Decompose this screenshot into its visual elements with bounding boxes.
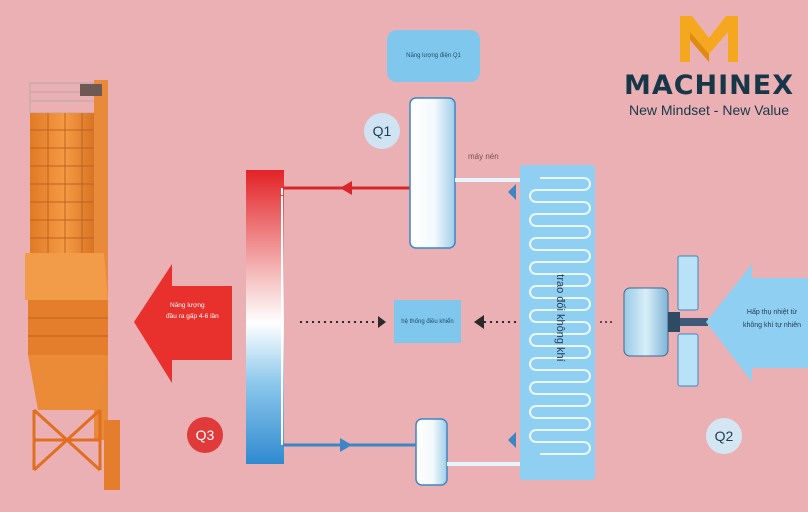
brand-block: MACHINEX New Mindset - New Value [610,10,808,118]
energy-output-line-1: Năng lượng [170,302,205,309]
air-exchanger-label: trao đổi không khí [554,274,566,362]
energy-output-text: Năng lượng đầu ra gấp 4-6 lần [158,300,248,322]
compressor-tank [409,97,456,249]
condenser-panel [246,170,284,464]
exchanger-coil [529,177,591,455]
power-input-box: Năng lượng điện Q1 [387,30,480,82]
control-system-box: hệ thống điều khiển [394,300,461,343]
q1-badge: Q1 [364,113,400,149]
energy-output-line-2: đầu ra gấp 4-6 lần [166,313,219,320]
q3-badge: Q3 [187,417,223,453]
control-signal-lines [300,315,612,329]
ambient-heat-line-1: Hấp thụ nhiệt từ [746,309,798,316]
ambient-heat-line-2: không khí tự nhiên [742,322,801,329]
grain-dryer-illustration [25,80,120,490]
expansion-valve-tank [415,418,448,486]
machinex-logo-icon [680,16,738,62]
compressor-label: máy nén [468,152,499,161]
ambient-heat-input-arrow [706,264,808,382]
hot-refrigerant-line [281,181,410,195]
energy-output-arrow [134,264,232,383]
q2-badge: Q2 [706,418,742,454]
brand-tagline: New Mindset - New Value [628,102,790,118]
cold-refrigerant-line [283,438,416,452]
fan-motor [623,255,708,387]
brand-name: MACHINEX [623,70,795,101]
ambient-heat-text: Hấp thụ nhiệt từ không khí tự nhiên [732,306,808,332]
